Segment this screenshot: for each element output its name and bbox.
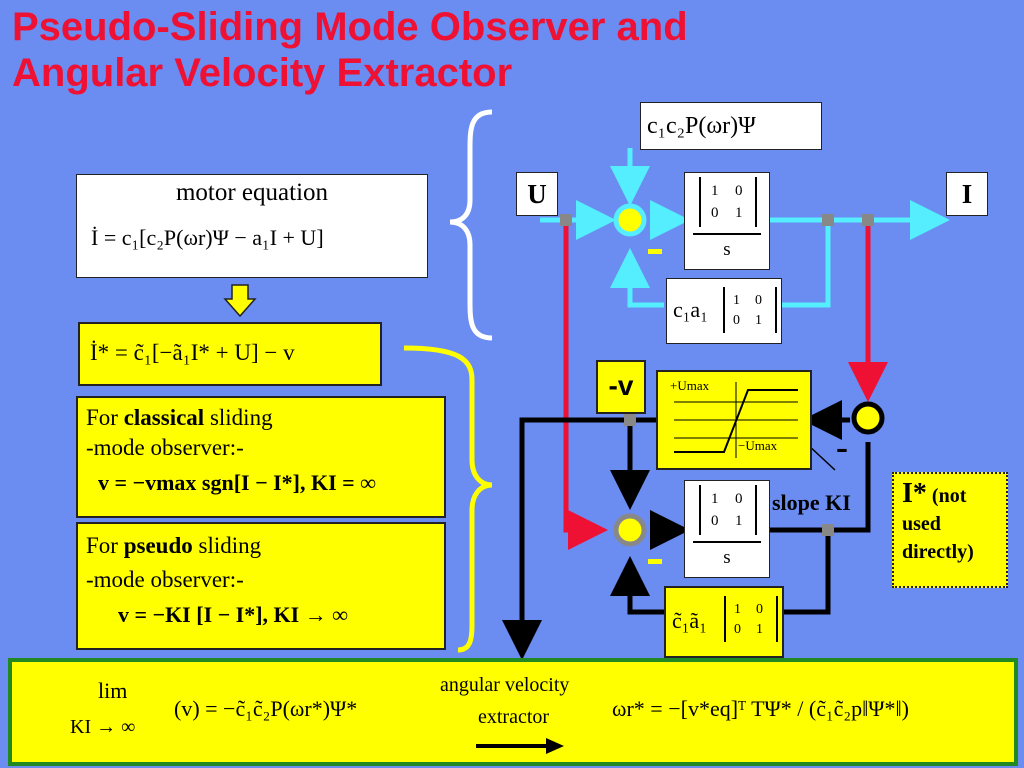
m21: 0 xyxy=(711,205,719,221)
pseudo-observer-box: For pseudo sliding -mode observer:- v = … xyxy=(76,522,446,650)
title-line-1: Pseudo-Sliding Mode Observer and xyxy=(12,5,688,49)
upper-matrix: 1 0 0 1 xyxy=(699,177,757,227)
pseudo-suffix: sliding xyxy=(192,533,262,558)
lm21: 0 xyxy=(711,513,719,529)
lm11: 1 xyxy=(711,491,719,507)
v-label-box: -v xyxy=(596,360,646,414)
saturation-curve xyxy=(674,382,798,458)
lfm22: 1 xyxy=(756,622,763,637)
sum-junction-upper xyxy=(613,203,647,237)
upper-feedback-label: c₁a₁ xyxy=(673,297,708,322)
motor-equation-box: motor equation İ = c₁[c₂P(ωr)Ψ − a₁I + U… xyxy=(76,174,428,278)
output-i-label: I xyxy=(961,179,973,209)
fm12: 0 xyxy=(755,293,762,308)
sat-bottom-label: −Umax xyxy=(738,438,778,453)
istar-rest: (not used directly) xyxy=(902,485,974,563)
lfm12: 0 xyxy=(756,602,763,617)
upper-feedback-matrix: 1 0 0 1 xyxy=(723,287,777,333)
input-u-label: U xyxy=(527,179,547,209)
fm21: 0 xyxy=(733,313,740,328)
pseudo-text-line1: For pseudo sliding xyxy=(86,532,261,560)
minus-sign-upper xyxy=(648,249,662,254)
motor-equation-heading: motor equation xyxy=(175,179,329,206)
classical-suffix: sliding xyxy=(204,405,273,430)
motor-equation-formula: İ = c₁[c₂P(ωr)Ψ − a₁I + U] xyxy=(91,225,324,250)
pseudo-text-line2: -mode observer:- xyxy=(86,567,244,592)
white-brace xyxy=(449,109,493,341)
top-gain-label: c₁c₂P(ωr)Ψ xyxy=(647,113,756,139)
comparator-junction xyxy=(851,401,885,435)
classical-text-line2: -mode observer:- xyxy=(86,435,244,460)
lower-matrix: 1 0 0 1 xyxy=(699,485,757,535)
lower-feedback-block: c̃₁ã₁ 1 0 0 1 xyxy=(664,586,784,658)
upper-divider xyxy=(693,233,761,235)
junction-dot xyxy=(822,524,834,536)
classical-prefix: For xyxy=(86,405,124,430)
pseudo-prefix: For xyxy=(86,533,124,558)
slope-label: slope KI xyxy=(772,490,851,515)
m12: 0 xyxy=(735,183,743,199)
junction-dot xyxy=(560,214,572,226)
extractor-line2: extractor xyxy=(478,706,550,728)
pseudo-bold: pseudo xyxy=(123,533,193,558)
lower-feedback-label: c̃₁ã₁ xyxy=(672,608,707,633)
classical-bold: classical xyxy=(123,405,205,430)
classical-formula: v = −vmax sgn[I − I*], KI = ∞ xyxy=(98,470,376,495)
istar-note: I* (not used directly) xyxy=(902,480,1002,566)
lim-sub: KI → ∞ xyxy=(70,716,136,738)
pseudo-formula: v = −KI [I − I*], KI → ∞ xyxy=(118,602,348,627)
m11: 1 xyxy=(711,183,719,199)
istar-note-box: I* (not used directly) xyxy=(892,472,1008,588)
upper-denominator: s xyxy=(723,239,731,260)
classical-observer-box: For classical sliding -mode observer:- v… xyxy=(76,396,446,518)
lm22: 1 xyxy=(735,513,743,529)
classical-text-line1: For classical sliding xyxy=(86,404,273,432)
yellow-brace xyxy=(403,345,493,653)
saturation-block: +Umax −Umax xyxy=(656,370,812,470)
lower-integrator-block: 1 0 0 1 s xyxy=(684,480,770,578)
fm22: 1 xyxy=(755,313,762,328)
observer-equation-box: İ* = c̃₁[−ã₁I* + U] − v xyxy=(78,322,382,386)
istar-main: I* xyxy=(902,478,927,509)
top-gain-block: c₁c₂P(ωr)Ψ xyxy=(640,102,822,150)
lower-denominator: s xyxy=(723,547,731,568)
black-right-arrow-icon xyxy=(476,738,564,754)
fm11: 1 xyxy=(733,293,740,308)
junction-dot xyxy=(624,414,636,426)
lower-feedback-matrix: 1 0 0 1 xyxy=(724,596,778,642)
extractor-line1: angular velocity xyxy=(440,674,570,696)
upper-feedback-block: c₁a₁ 1 0 0 1 xyxy=(666,278,782,344)
input-u-label-box: U xyxy=(516,172,558,216)
page-title: Pseudo-Sliding Mode Observer and Angular… xyxy=(12,4,912,96)
lm12: 0 xyxy=(735,491,743,507)
yellow-down-arrow-icon xyxy=(223,284,257,318)
lfm21: 0 xyxy=(734,622,741,637)
title-line-2: Angular Velocity Extractor xyxy=(12,51,513,95)
v-label: -v xyxy=(608,370,634,401)
bottom-result-box: lim KI → ∞ (v) = −c̃₁c̃₂P(ωr*)Ψ* angular… xyxy=(8,658,1018,766)
comparator-minus: - xyxy=(836,427,848,467)
lim-expression: (v) = −c̃₁c̃₂P(ωr*)Ψ* xyxy=(174,696,358,721)
junction-dot xyxy=(822,214,834,226)
lower-divider xyxy=(693,541,761,543)
junction-dot xyxy=(862,214,874,226)
output-i-label-box: I xyxy=(946,172,988,216)
m22: 1 xyxy=(735,205,743,221)
sat-top-label: +Umax xyxy=(670,378,710,393)
upper-integrator-block: 1 0 0 1 s xyxy=(684,172,770,270)
observer-equation-formula: İ* = c̃₁[−ã₁I* + U] − v xyxy=(90,340,295,365)
sum-junction-lower xyxy=(613,513,647,547)
minus-sign-lower xyxy=(648,559,662,564)
lfm11: 1 xyxy=(734,602,741,617)
lim-label: lim xyxy=(98,678,128,703)
omega-expression: ωr* = −[v*eq]ᵀ TΨ* / (c̃₁c̃₂p‖Ψ*‖) xyxy=(612,696,909,721)
